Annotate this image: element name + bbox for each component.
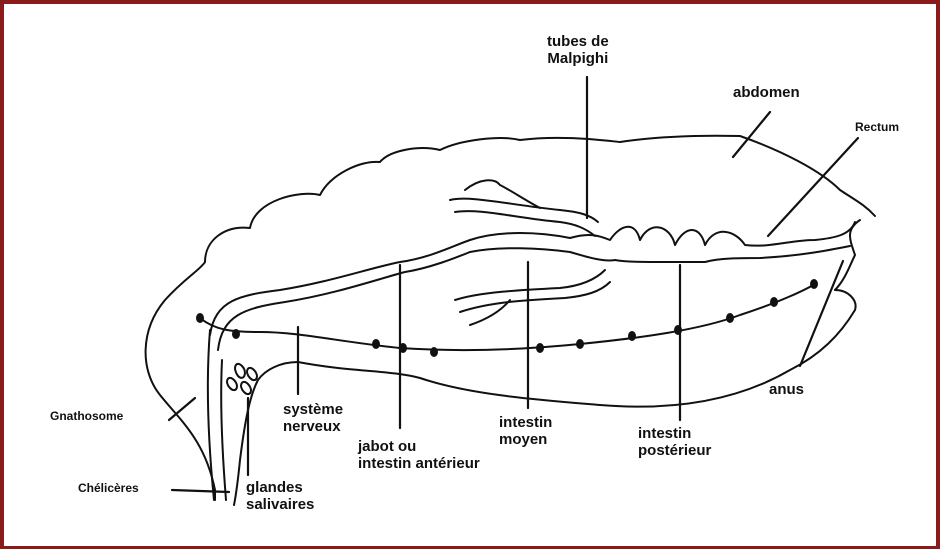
- ganglion-dot: [576, 339, 584, 349]
- salivary-gland-3: [227, 378, 237, 390]
- label-tubes-malpighi: tubes de Malpighi: [547, 33, 609, 68]
- label-anus: anus: [769, 381, 804, 398]
- ganglion-dot: [232, 329, 240, 339]
- salivary-gland-1: [235, 364, 245, 378]
- label-rectum: Rectum: [855, 121, 899, 135]
- ganglion-dot: [726, 313, 734, 323]
- ganglion-dot: [770, 297, 778, 307]
- label-glandes-salivaires: glandes salivaires: [246, 479, 314, 514]
- ganglion-dot: [628, 331, 636, 341]
- label-systeme-nerveux: système nerveux: [283, 401, 343, 436]
- leader-abdomen: [733, 112, 770, 157]
- gut-lower: [470, 246, 850, 262]
- label-gnathosome: Gnathosome: [50, 410, 123, 424]
- gut-upper: [470, 222, 855, 246]
- label-abdomen: abdomen: [733, 84, 800, 101]
- esophagus: [210, 240, 470, 335]
- ganglion-dot: [430, 347, 438, 357]
- malpighi-lower-2: [460, 282, 610, 312]
- ganglion-dot: [196, 313, 204, 323]
- chelicera-line-2: [221, 360, 226, 500]
- ganglion-dot: [536, 343, 544, 353]
- ganglion-dot: [372, 339, 380, 349]
- label-jabot: jabot ou intestin antérieur: [358, 438, 480, 473]
- salivary-gland-4: [241, 382, 251, 394]
- label-cheliceres: Chélicères: [78, 482, 139, 496]
- ganglion-dot: [810, 279, 818, 289]
- label-intestin-posterieur: intestin postérieur: [638, 425, 711, 460]
- chelicera-line-3: [208, 330, 214, 500]
- esophagus-inner: [218, 252, 470, 350]
- malpighi-upper-3: [465, 180, 540, 208]
- nerve-cord: [200, 284, 815, 350]
- salivary-gland-2: [247, 368, 257, 380]
- label-intestin-moyen: intestin moyen: [499, 414, 552, 449]
- leader-cheliceres: [172, 490, 229, 492]
